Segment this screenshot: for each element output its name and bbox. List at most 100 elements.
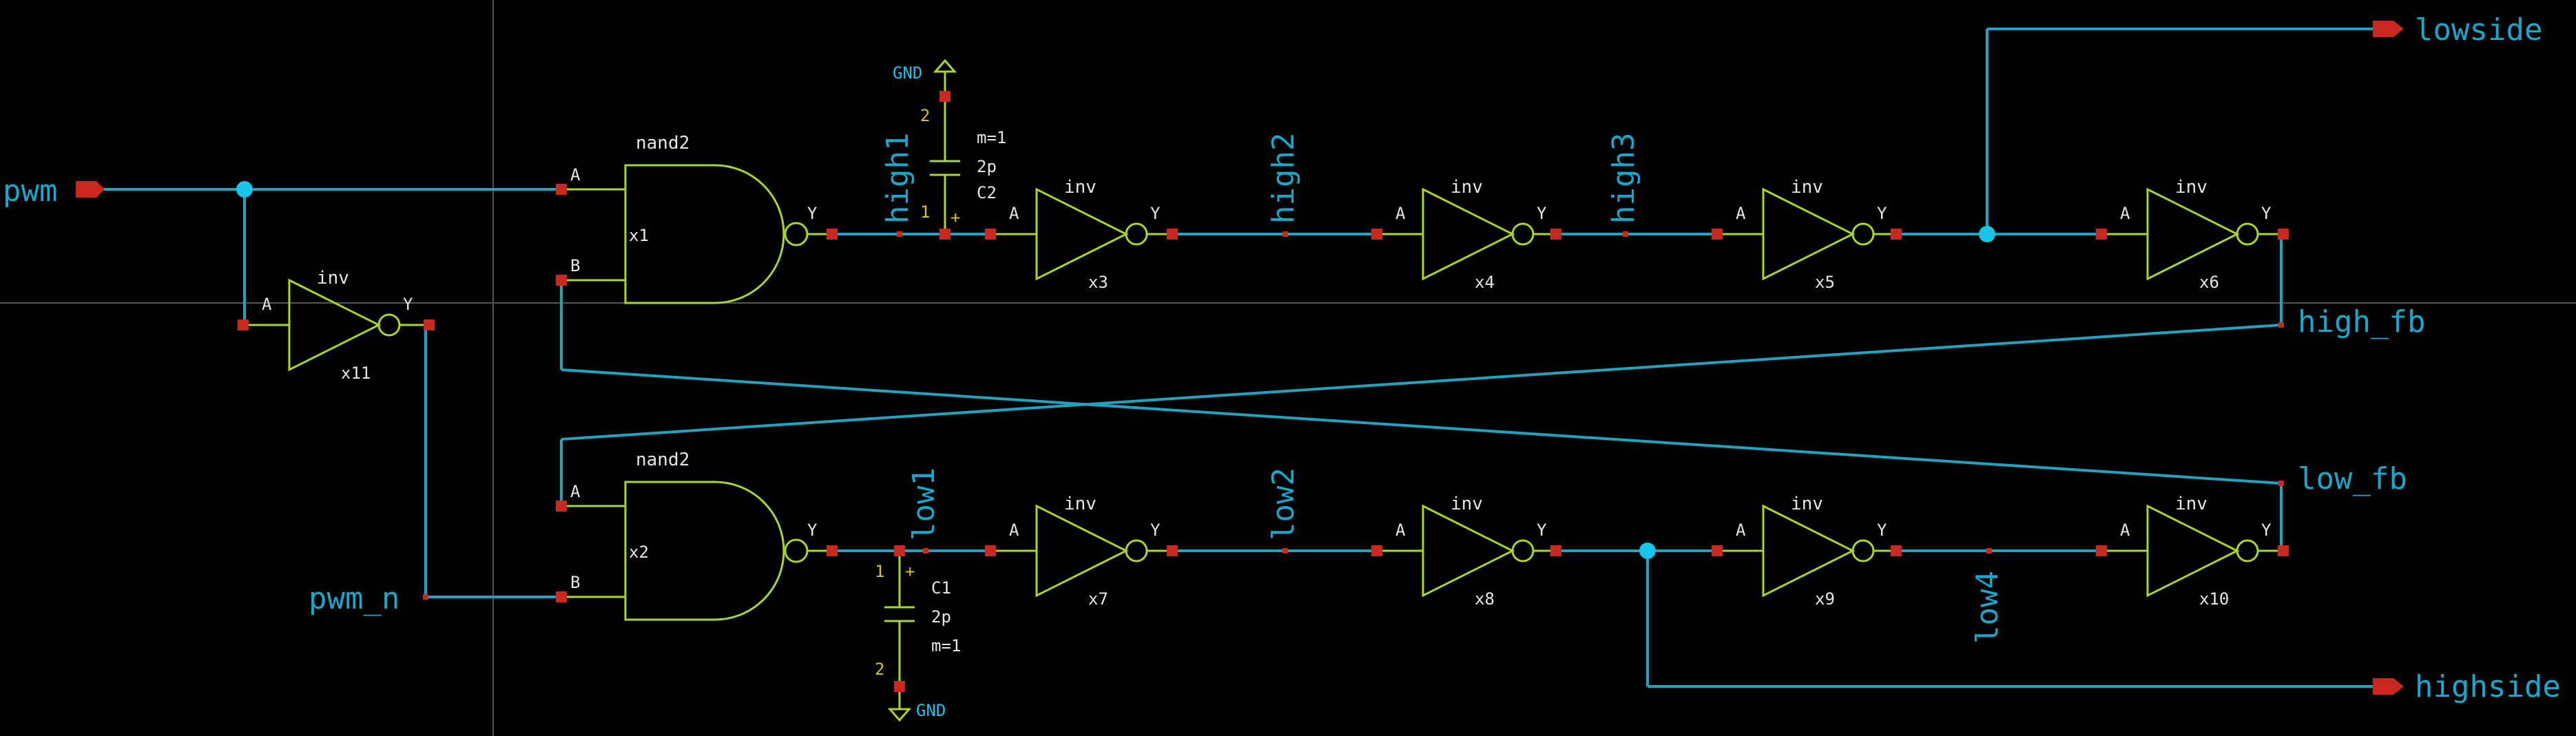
c1-plus: + (905, 562, 915, 581)
net-label-highside[interactable]: highside (2415, 669, 2561, 704)
inverter-x10[interactable]: inv x10 A Y (2096, 494, 2289, 609)
pin-a-label: A (570, 482, 581, 501)
net-label-high3[interactable]: high3 (1606, 133, 1641, 224)
inv-instance-name: x11 (341, 364, 371, 383)
c1-m: m=1 (931, 636, 961, 655)
c1-value: 2p (931, 607, 951, 627)
pin-a-label: A (570, 165, 581, 185)
c2-m: m=1 (977, 128, 1006, 147)
inv-instance-name: x8 (1475, 589, 1495, 609)
junction-highside (1639, 543, 1656, 559)
net-label-low1[interactable]: low1 (906, 467, 942, 540)
nand-instance-name: x1 (629, 226, 649, 245)
inv-symbol-name: inv (1451, 177, 1483, 198)
inv-symbol-name: inv (2175, 177, 2208, 198)
inverter-x8[interactable]: inv x8 A Y (1371, 494, 1561, 609)
nand-symbol-name: nand2 (636, 133, 689, 154)
net-label-pwm[interactable]: pwm (3, 174, 57, 209)
wire-high-fb-cross[interactable] (561, 324, 2282, 441)
pin-a-label: A (1395, 204, 1406, 223)
pin-b-label: B (570, 256, 580, 275)
pin-a-label: A (1009, 521, 1019, 540)
wire-low-fb-cross[interactable] (561, 368, 2282, 485)
c2-plus: + (951, 208, 960, 227)
pin-y-label: Y (1877, 204, 1887, 223)
pin-y-label: Y (1537, 521, 1547, 540)
capacitor-c1[interactable]: GND 1 2 + C1 2p m=1 (875, 545, 961, 722)
inverter-x3[interactable]: inv x3 A Y (985, 177, 1178, 292)
net-label-lowside[interactable]: lowside (2415, 12, 2542, 48)
port-lowside-icon[interactable] (2373, 21, 2404, 37)
nand-instance-name: x2 (629, 543, 649, 562)
nand-gate-x2[interactable]: nand2 x2 A B Y (556, 450, 838, 621)
inv-instance-name: x10 (2199, 589, 2229, 609)
inv-symbol-name: inv (1064, 177, 1097, 198)
pin-y-label: Y (403, 295, 413, 314)
net-dot-pwm-n (423, 594, 428, 600)
pin-a-label: A (1009, 204, 1019, 223)
inv-instance-name: x4 (1475, 273, 1495, 292)
pin-y-label: Y (1877, 521, 1887, 540)
pin-y-label: Y (1150, 204, 1161, 223)
pin-a-label: A (1736, 204, 1746, 223)
net-label-high2[interactable]: high2 (1266, 133, 1301, 224)
net-label-pwm-n[interactable]: pwm_n (309, 581, 399, 616)
gnd-arrow-icon (887, 708, 912, 722)
c2-gnd-label: GND (893, 63, 922, 83)
net-label-low-fb[interactable]: low_fb (2298, 461, 2407, 496)
gnd-arrow-icon (933, 59, 957, 73)
inv-instance-name: x6 (2199, 273, 2219, 292)
net-dot-low4 (1986, 548, 1992, 554)
inv-instance-name: x3 (1088, 273, 1108, 292)
pin-y-label: Y (2261, 521, 2272, 540)
net-dot-low-fb (2278, 481, 2284, 486)
inverter-x5[interactable]: inv x5 A Y (1712, 177, 1902, 292)
pin-y-label: Y (807, 204, 818, 223)
pin-a-label: A (2120, 204, 2130, 223)
port-highside-icon[interactable] (2373, 678, 2404, 695)
net-label-high1[interactable]: high1 (880, 133, 915, 224)
junction-pwm (236, 181, 253, 198)
inv-instance-name: x7 (1088, 589, 1108, 609)
pin-y-label: Y (1150, 521, 1161, 540)
net-dot-high-fb (2278, 322, 2284, 328)
pin-a-label: A (1736, 521, 1746, 540)
c2-pin1: 1 (920, 202, 930, 222)
net-dot-low2 (1282, 548, 1288, 554)
capacitor-c2[interactable]: GND 2 1 + m=1 2p C2 (893, 59, 1006, 240)
c1-pin1: 1 (875, 562, 884, 581)
nand-symbol-name: nand2 (636, 450, 689, 470)
inv-symbol-name: inv (317, 268, 349, 288)
c1-gnd-label: GND (916, 701, 946, 720)
net-dot-high2 (1282, 231, 1288, 237)
inv-symbol-name: inv (1791, 177, 1823, 198)
nand-gate-x1[interactable]: nand2 x1 A B Y (556, 133, 838, 304)
inverter-x9[interactable]: inv x9 A Y (1712, 494, 1902, 609)
c1-name: C1 (931, 578, 951, 598)
pin-y-label: Y (807, 521, 818, 540)
pin-b-label: B (570, 573, 580, 592)
pin-y-label: Y (1537, 204, 1547, 223)
inv-symbol-name: inv (1451, 494, 1483, 514)
net-label-low2[interactable]: low2 (1266, 467, 1301, 540)
net-label-low4[interactable]: low4 (1970, 571, 2005, 644)
net-dot-high3 (1623, 231, 1628, 237)
inv-symbol-name: inv (2175, 494, 2208, 514)
c2-name: C2 (977, 183, 997, 202)
pin-y-label: Y (2261, 204, 2272, 223)
c1-pin2: 2 (875, 660, 884, 679)
inverter-x6[interactable]: inv x6 A Y (2096, 177, 2289, 292)
inv-instance-name: x5 (1815, 273, 1835, 292)
pin-a-label: A (1395, 521, 1406, 540)
inv-symbol-name: inv (1791, 494, 1823, 514)
net-label-high-fb[interactable]: high_fb (2298, 304, 2425, 339)
junction-lowside (1979, 226, 1995, 242)
port-pwm-icon[interactable] (76, 181, 105, 198)
inv-instance-name: x9 (1815, 589, 1835, 609)
inverter-x4[interactable]: inv x4 A Y (1371, 177, 1561, 292)
pin-a-label: A (2120, 521, 2130, 540)
wires (100, 28, 2373, 688)
